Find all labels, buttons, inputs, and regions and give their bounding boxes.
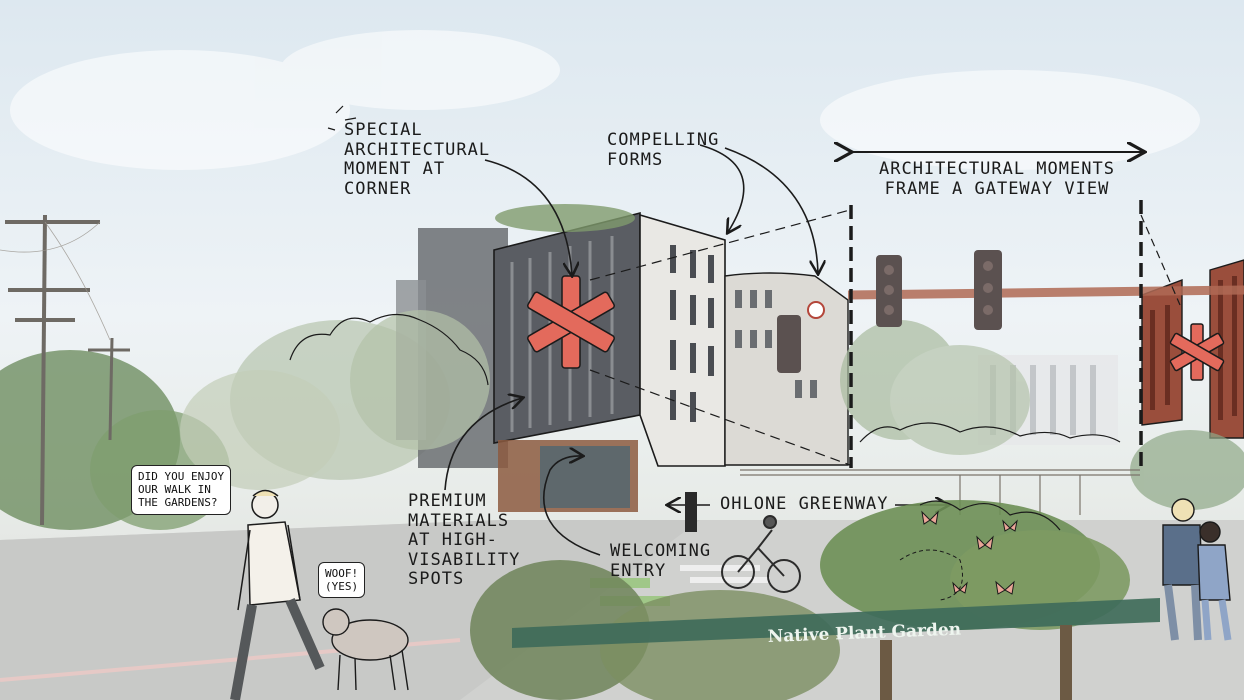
label-special-corner: Special Architectural Moment at Corner	[344, 120, 491, 199]
bicycle-icon	[721, 515, 801, 593]
clouds	[10, 30, 1200, 170]
white-building	[639, 213, 726, 467]
tree-outline	[289, 313, 489, 386]
brick-buildings	[1141, 259, 1244, 439]
label-welcoming-entry: Welcoming Entry	[610, 541, 712, 581]
sparkle-marks	[327, 105, 357, 131]
label-compelling-forms: Compelling Forms	[607, 130, 720, 170]
speech-bubble-dog: Woof! (Yes)	[318, 562, 366, 599]
gateway-frame-lines	[589, 152, 1181, 472]
label-ohlone-greenway: Ohlone Greenway	[720, 494, 889, 514]
butterfly-icon	[921, 510, 1018, 595]
speech-bubble-walker: Did you enjoy our walk in the gardens?	[131, 465, 232, 515]
native-plant-garden-sign: Native Plant Garden	[512, 598, 1160, 700]
couple-figures	[1162, 498, 1232, 641]
utility-pole-icon	[5, 214, 130, 526]
dog-icon	[322, 608, 409, 691]
kiosk	[685, 492, 697, 532]
greenway-canopy	[740, 469, 1140, 515]
label-gateway-view: Architectural Moments Frame a Gateway Vi…	[879, 159, 1115, 199]
asterisk-marker-icon	[527, 275, 1225, 381]
label-premium-materials: Premium Materials at High- Visability Sp…	[408, 491, 521, 590]
hedge-outline	[859, 422, 1121, 443]
walker-figure	[230, 489, 325, 700]
annotation-arrows	[444, 144, 948, 556]
traffic-light-icon	[777, 250, 1244, 373]
